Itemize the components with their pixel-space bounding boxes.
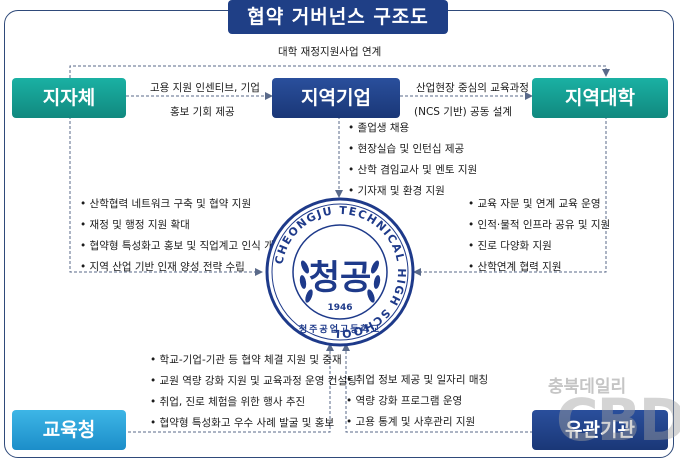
edge-label-gov-company-2: 홍보 기회 제공: [170, 106, 235, 118]
node-related-agencies: 유관기관: [532, 410, 668, 450]
edu-office-role-list: • 학교-기업-기관 등 협약 체결 지원 및 중재 • 교원 역량 강화 지원…: [150, 350, 357, 434]
edge-label-company-univ-2: (NCS 기반) 공동 설계: [414, 106, 513, 118]
list-item: • 지역 산업 기반 인재 양성 전략 수립: [80, 261, 245, 273]
list-item: • 학교-기업-기관 등 협약 체결 지원 및 중재: [150, 354, 342, 366]
node-local-government: 지자체: [12, 78, 126, 118]
list-item: • 산학연계 협력 지원: [468, 261, 562, 273]
list-item: • 협약형 특성화고 우수 사례 발굴 및 홍보: [150, 417, 335, 429]
top-link: [69, 65, 610, 78]
seal-center-text: 청공: [309, 258, 372, 298]
list-item: • 기자재 및 환경 지원: [348, 185, 445, 197]
edge-label-company-univ-1: 산업현장 중심의 교육과정: [416, 82, 529, 94]
node-education-office: 교육청: [12, 410, 126, 450]
list-item: • 현장실습 및 인턴십 제공: [348, 143, 465, 155]
agencies-role-list: • 취업 정보 제공 및 일자리 매칭 • 역량 강화 프로그램 운영 • 고용…: [346, 370, 488, 433]
list-item: • 교육 자문 및 연계 교육 운영: [468, 198, 601, 210]
list-item: • 협약형 특성화고 홍보 및 직업계고 인식 개선: [80, 240, 284, 252]
node-local-university: 지역대학: [532, 78, 668, 118]
school-seal: CHEONGJU TECHNICAL HIGH SCHOOL 청공 1946 청…: [265, 197, 415, 347]
list-item: • 산학 겸임교사 및 멘토 지원: [348, 164, 478, 176]
seal-korean-name: 청주공업고등학교: [299, 323, 381, 335]
university-role-list: • 교육 자문 및 연계 교육 운영 • 인적·물적 인프라 공유 및 지원 •…: [468, 194, 610, 278]
top-link-label: 대학 재정지원사업 연계: [278, 46, 382, 58]
list-item: • 산학협력 네트워크 구축 및 협약 지원: [80, 198, 252, 210]
list-item: • 졸업생 채용: [348, 122, 410, 134]
watermark-name: 충북데일리: [548, 377, 627, 397]
local-gov-role-list: • 산학협력 네트워크 구축 및 협약 지원 • 재정 및 행정 지원 확대 •…: [80, 194, 283, 278]
watermark-logo: CBD: [556, 386, 680, 454]
list-item: • 취업, 진로 체험을 위한 행사 추진: [150, 396, 306, 408]
list-item: • 인적·물적 인프라 공유 및 지원: [468, 219, 611, 231]
list-item: • 재정 및 행정 지원 확대: [80, 219, 190, 231]
diagram-title: 협약 거버넌스 구조도: [228, 0, 448, 34]
list-item: • 진로 다양화 지원: [468, 240, 552, 252]
list-item: • 고용 통계 및 사후관리 지원: [346, 416, 476, 428]
node-local-company: 지역기업: [272, 78, 400, 118]
list-item: • 역량 강화 프로그램 운영: [346, 395, 463, 407]
list-item: • 취업 정보 제공 및 일자리 매칭: [346, 374, 489, 386]
seal-year: 1946: [327, 303, 352, 313]
edge-label-gov-company-1: 고용 지원 인센티브, 기업: [150, 82, 260, 94]
company-role-list: • 졸업생 채용 • 현장실습 및 인턴십 제공 • 산학 겸임교사 및 멘토 …: [348, 118, 477, 202]
list-item: • 교원 역량 강화 지원 및 교육과정 운영 컨설팅: [150, 375, 357, 387]
